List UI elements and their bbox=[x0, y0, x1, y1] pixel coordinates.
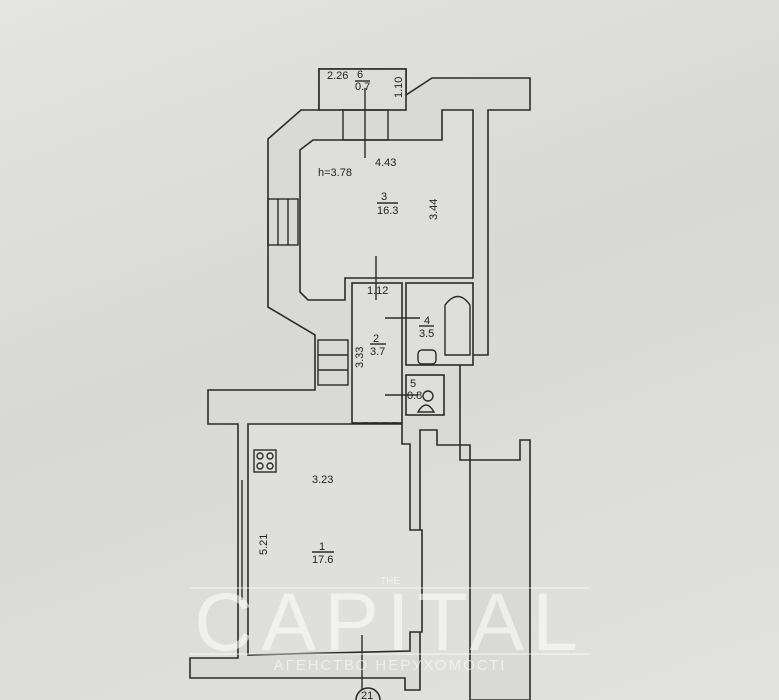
room3-number: 3 bbox=[381, 191, 387, 203]
room1-area: 17.6 bbox=[312, 554, 333, 566]
toilet-icon bbox=[417, 349, 437, 365]
axis-marker-label: 21 bbox=[361, 690, 373, 700]
dim-room2-length: 3.33 bbox=[354, 347, 366, 368]
room5-number: 5 bbox=[410, 378, 416, 390]
room4-area: 3.5 bbox=[419, 328, 434, 340]
watermark-subtitle: АГЕНСТВО НЕРУХОМОСТІ bbox=[274, 657, 507, 674]
watermark-top: THE bbox=[380, 576, 400, 587]
dim-room6-width: 2.26 bbox=[327, 70, 348, 82]
room6-number: 6 bbox=[357, 69, 363, 81]
watermark: THE CAPITAL АГЕНСТВО НЕРУХОМОСТІ bbox=[190, 576, 590, 674]
room3-area: 16.3 bbox=[377, 205, 398, 217]
axis-marker bbox=[355, 687, 381, 700]
dim-room3-width: 4.43 bbox=[375, 157, 396, 169]
room2-area: 3.7 bbox=[370, 346, 385, 358]
room2-number: 2 bbox=[373, 333, 379, 345]
ceiling-height: h=3.78 bbox=[318, 167, 352, 179]
details bbox=[241, 88, 471, 700]
dim-room6-depth: 1.10 bbox=[393, 77, 405, 98]
dim-door-width: 1.12 bbox=[367, 285, 388, 297]
dim-room1-width: 3.23 bbox=[312, 474, 333, 486]
room4-number: 4 bbox=[424, 315, 430, 327]
watermark-brand: CAPITAL bbox=[194, 577, 586, 668]
dim-room3-depth: 3.44 bbox=[428, 199, 440, 220]
room6-area: 0.7 bbox=[355, 81, 370, 93]
bathtub-icon bbox=[444, 295, 471, 356]
stove-icon bbox=[253, 449, 277, 473]
room5-area: 0.8 bbox=[407, 390, 422, 402]
dim-room1-length: 5.21 bbox=[258, 534, 270, 555]
room1-number: 1 bbox=[319, 541, 325, 553]
sink-icon bbox=[422, 390, 434, 402]
